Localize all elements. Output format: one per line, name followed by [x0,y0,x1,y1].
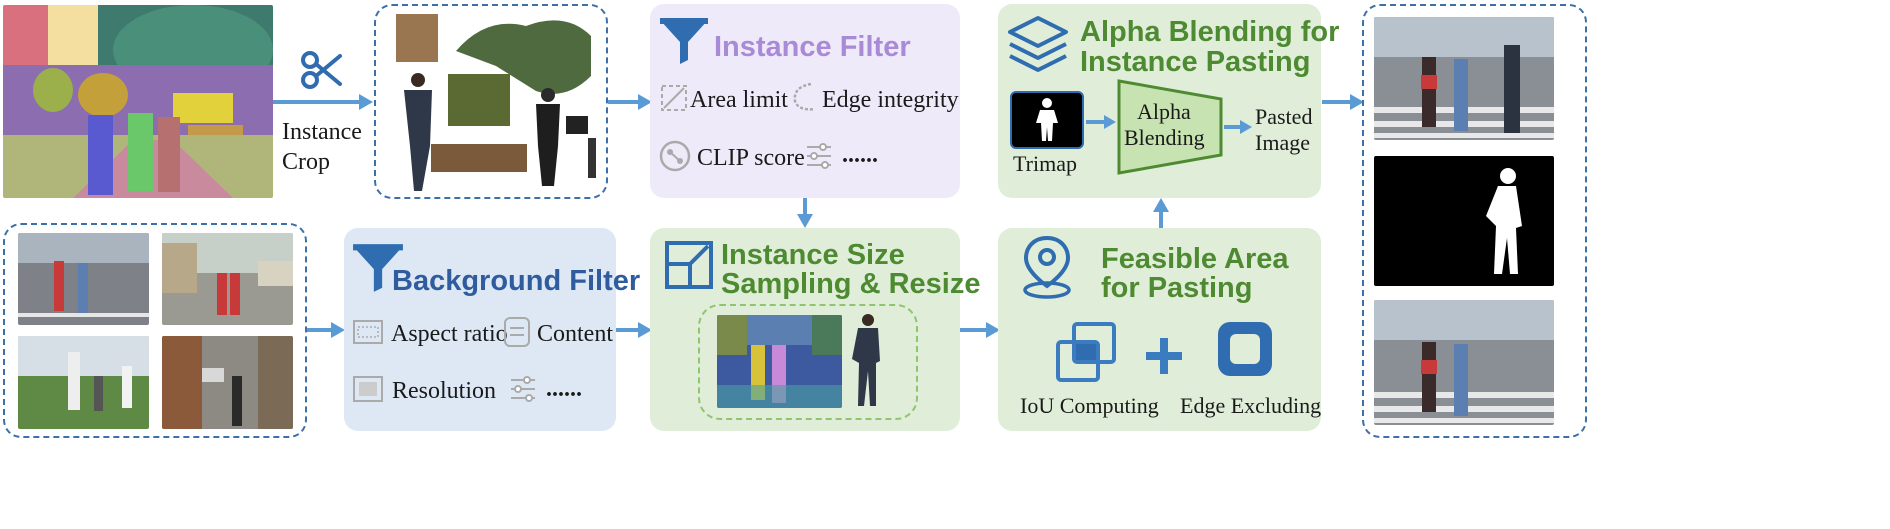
background-thumb-4 [162,336,293,429]
plus-icon [1144,336,1184,376]
background-thumb-2 [162,233,293,325]
aspect-ratio-label: Aspect ratio [391,321,508,347]
arrow-backgrounds-to-filter [307,320,345,340]
arrow-crop-to-instances [273,92,373,112]
output-background-image [1374,300,1554,425]
background-thumb-1 [18,233,149,325]
background-images-box [3,223,307,438]
output-box [1362,4,1587,438]
output-composite-image [1374,17,1554,140]
edge-integrity-label: Edge integrity [822,87,959,113]
area-limit-label: Area limit [690,87,788,113]
content-label: Content [537,321,613,347]
sliders-icon [508,374,538,404]
iou-computing-label: IoU Computing [1020,393,1159,418]
size-sampling-title-line1: Instance Size [721,239,905,271]
background-filter-more: ...... [546,376,582,402]
area-limit-icon [660,84,688,112]
cropped-instances-box [374,4,608,199]
edge-integrity-icon [789,81,819,113]
background-filter-panel [344,228,616,431]
edge-excluding-icon [1216,320,1274,378]
pasted-image-label-line1: Pasted [1255,104,1313,129]
output-mask-image [1374,156,1554,286]
instance-crop-label-line1: Instance [282,119,362,145]
instance-crop-label-line2: Crop [282,149,330,175]
alpha-block-label-line1: Alpha [1137,99,1191,124]
sliders-icon [804,141,834,171]
iou-icon [1054,322,1118,384]
location-pin-icon [1018,234,1076,300]
sampling-preview-box [698,304,918,420]
funnel-icon [350,240,406,294]
content-icon [503,316,531,348]
pasted-image-label-line2: Image [1255,130,1310,155]
segmented-source-image [3,5,273,198]
alpha-blending-title-line2: Instance Pasting [1080,46,1311,78]
background-thumb-3 [18,336,149,429]
clip-score-icon [658,139,692,173]
arrow-bgfilter-to-sampling [616,320,652,340]
scissors-icon [300,48,344,92]
feasible-area-title-line2: for Pasting [1101,272,1253,304]
clip-score-label: CLIP score [697,145,805,171]
alpha-blending-title-line1: Alpha Blending for [1080,16,1340,48]
funnel-icon [658,14,710,66]
segmented-background-preview [717,315,842,408]
arrow-filter-to-sampling [795,198,815,228]
alpha-blending-block [1117,79,1223,175]
instance-filter-panel [650,4,960,198]
layers-icon [1006,12,1070,76]
background-filter-title: Background Filter [392,265,641,297]
instance-filter-title: Instance Filter [714,31,911,63]
size-sampling-title-line2: Sampling & Resize [721,268,981,300]
edge-excluding-label: Edge Excluding [1180,393,1322,418]
arrow-feasible-to-alpha [1151,198,1171,228]
trimap-image [1010,91,1084,149]
arrow-blending-to-output [1224,117,1252,137]
instance-filter-more: ...... [842,142,878,168]
alpha-block-label-line2: Blending [1124,125,1205,150]
arrow-to-output [1322,92,1364,112]
resolution-label: Resolution [392,378,497,404]
arrow-instances-to-filter [608,92,652,112]
arrow-trimap-to-blending [1086,112,1116,132]
trimap-label: Trimap [1013,151,1077,176]
resolution-icon [352,374,384,404]
feasible-area-title-line1: Feasible Area [1101,243,1289,275]
aspect-ratio-icon [352,318,384,346]
instance-person-preview [846,311,886,411]
arrow-sampling-to-feasible [960,320,1000,340]
resize-icon [664,240,714,290]
